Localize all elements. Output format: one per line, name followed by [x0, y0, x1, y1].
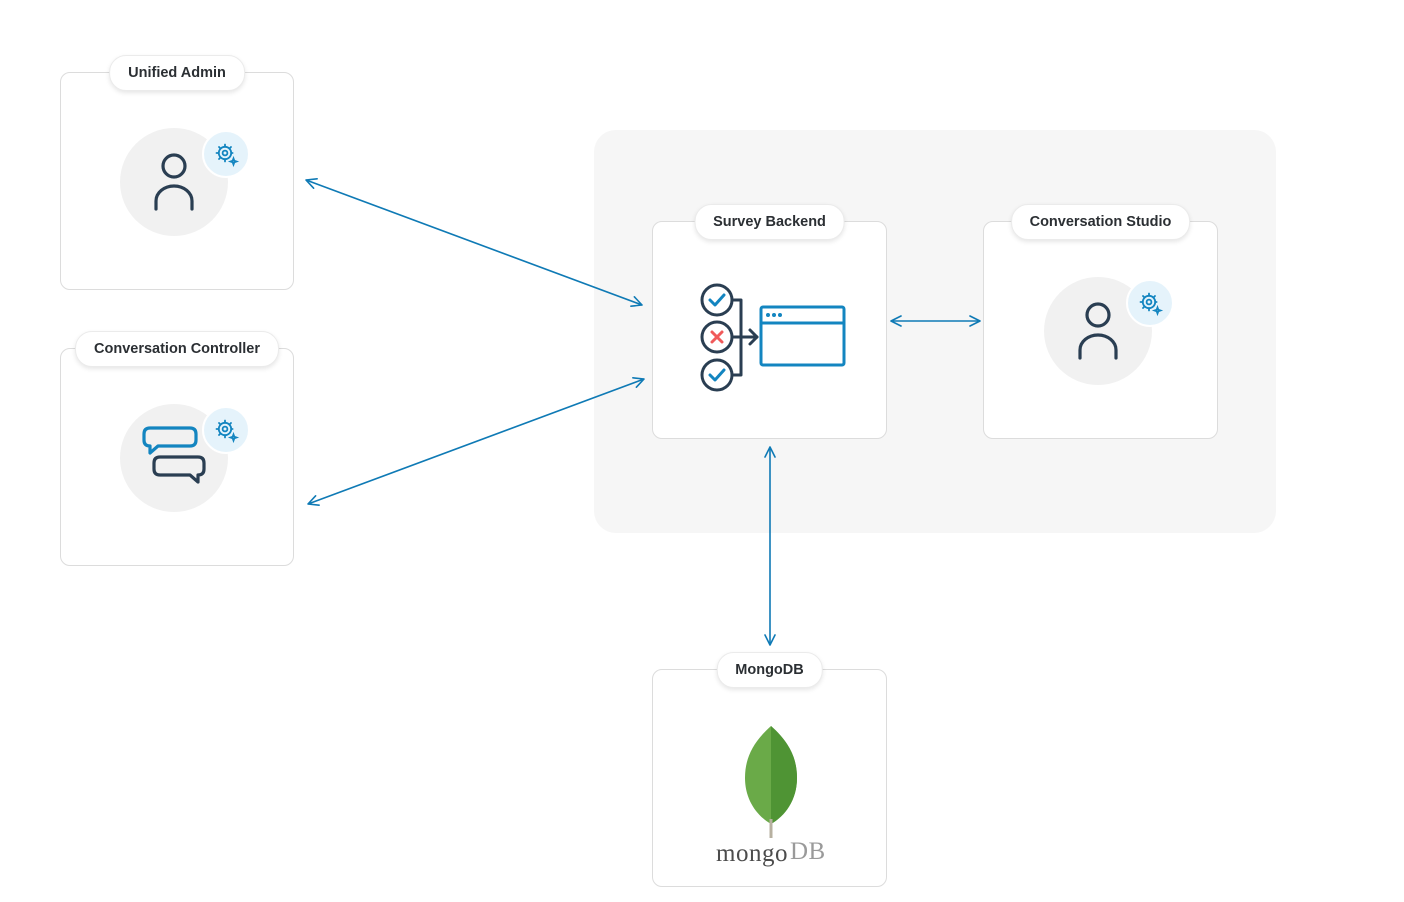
edge-unified-admin-survey-backend — [305, 178, 643, 307]
unified-admin-label: Unified Admin — [109, 55, 245, 91]
conversation-studio-gear-badge — [1126, 279, 1174, 327]
conversation-controller-node[interactable]: Conversation Controller — [60, 331, 294, 566]
mongodb-logo-word-db: DB — [790, 838, 826, 865]
gear-sparkle-icon — [215, 419, 240, 444]
conversation-controller-gear-badge — [202, 406, 250, 454]
gear-sparkle-icon — [1139, 292, 1164, 317]
conversation-controller-label: Conversation Controller — [75, 331, 279, 367]
mongodb-logo-word-mongo: mongo — [716, 840, 788, 867]
mongodb-label: MongoDB — [716, 652, 823, 688]
unified-admin-gear-badge — [202, 130, 250, 178]
gear-sparkle-icon — [215, 143, 240, 168]
mongodb-node[interactable]: MongoDB mongo DB — [652, 652, 887, 887]
conversation-studio-label: Conversation Studio — [1010, 204, 1191, 240]
unified-admin-node[interactable]: Unified Admin — [60, 55, 294, 290]
edge-conversation-controller-survey-backend — [307, 377, 645, 506]
survey-checklist-icon — [700, 283, 846, 392]
user-icon — [154, 153, 194, 211]
mongodb-leaf-logo — [745, 726, 797, 838]
chat-bubbles-icon — [142, 426, 206, 484]
survey-backend-node[interactable]: Survey Backend — [652, 204, 887, 439]
survey-backend-label: Survey Backend — [694, 204, 845, 240]
user-icon — [1078, 302, 1118, 360]
conversation-studio-node[interactable]: Conversation Studio — [983, 204, 1218, 439]
